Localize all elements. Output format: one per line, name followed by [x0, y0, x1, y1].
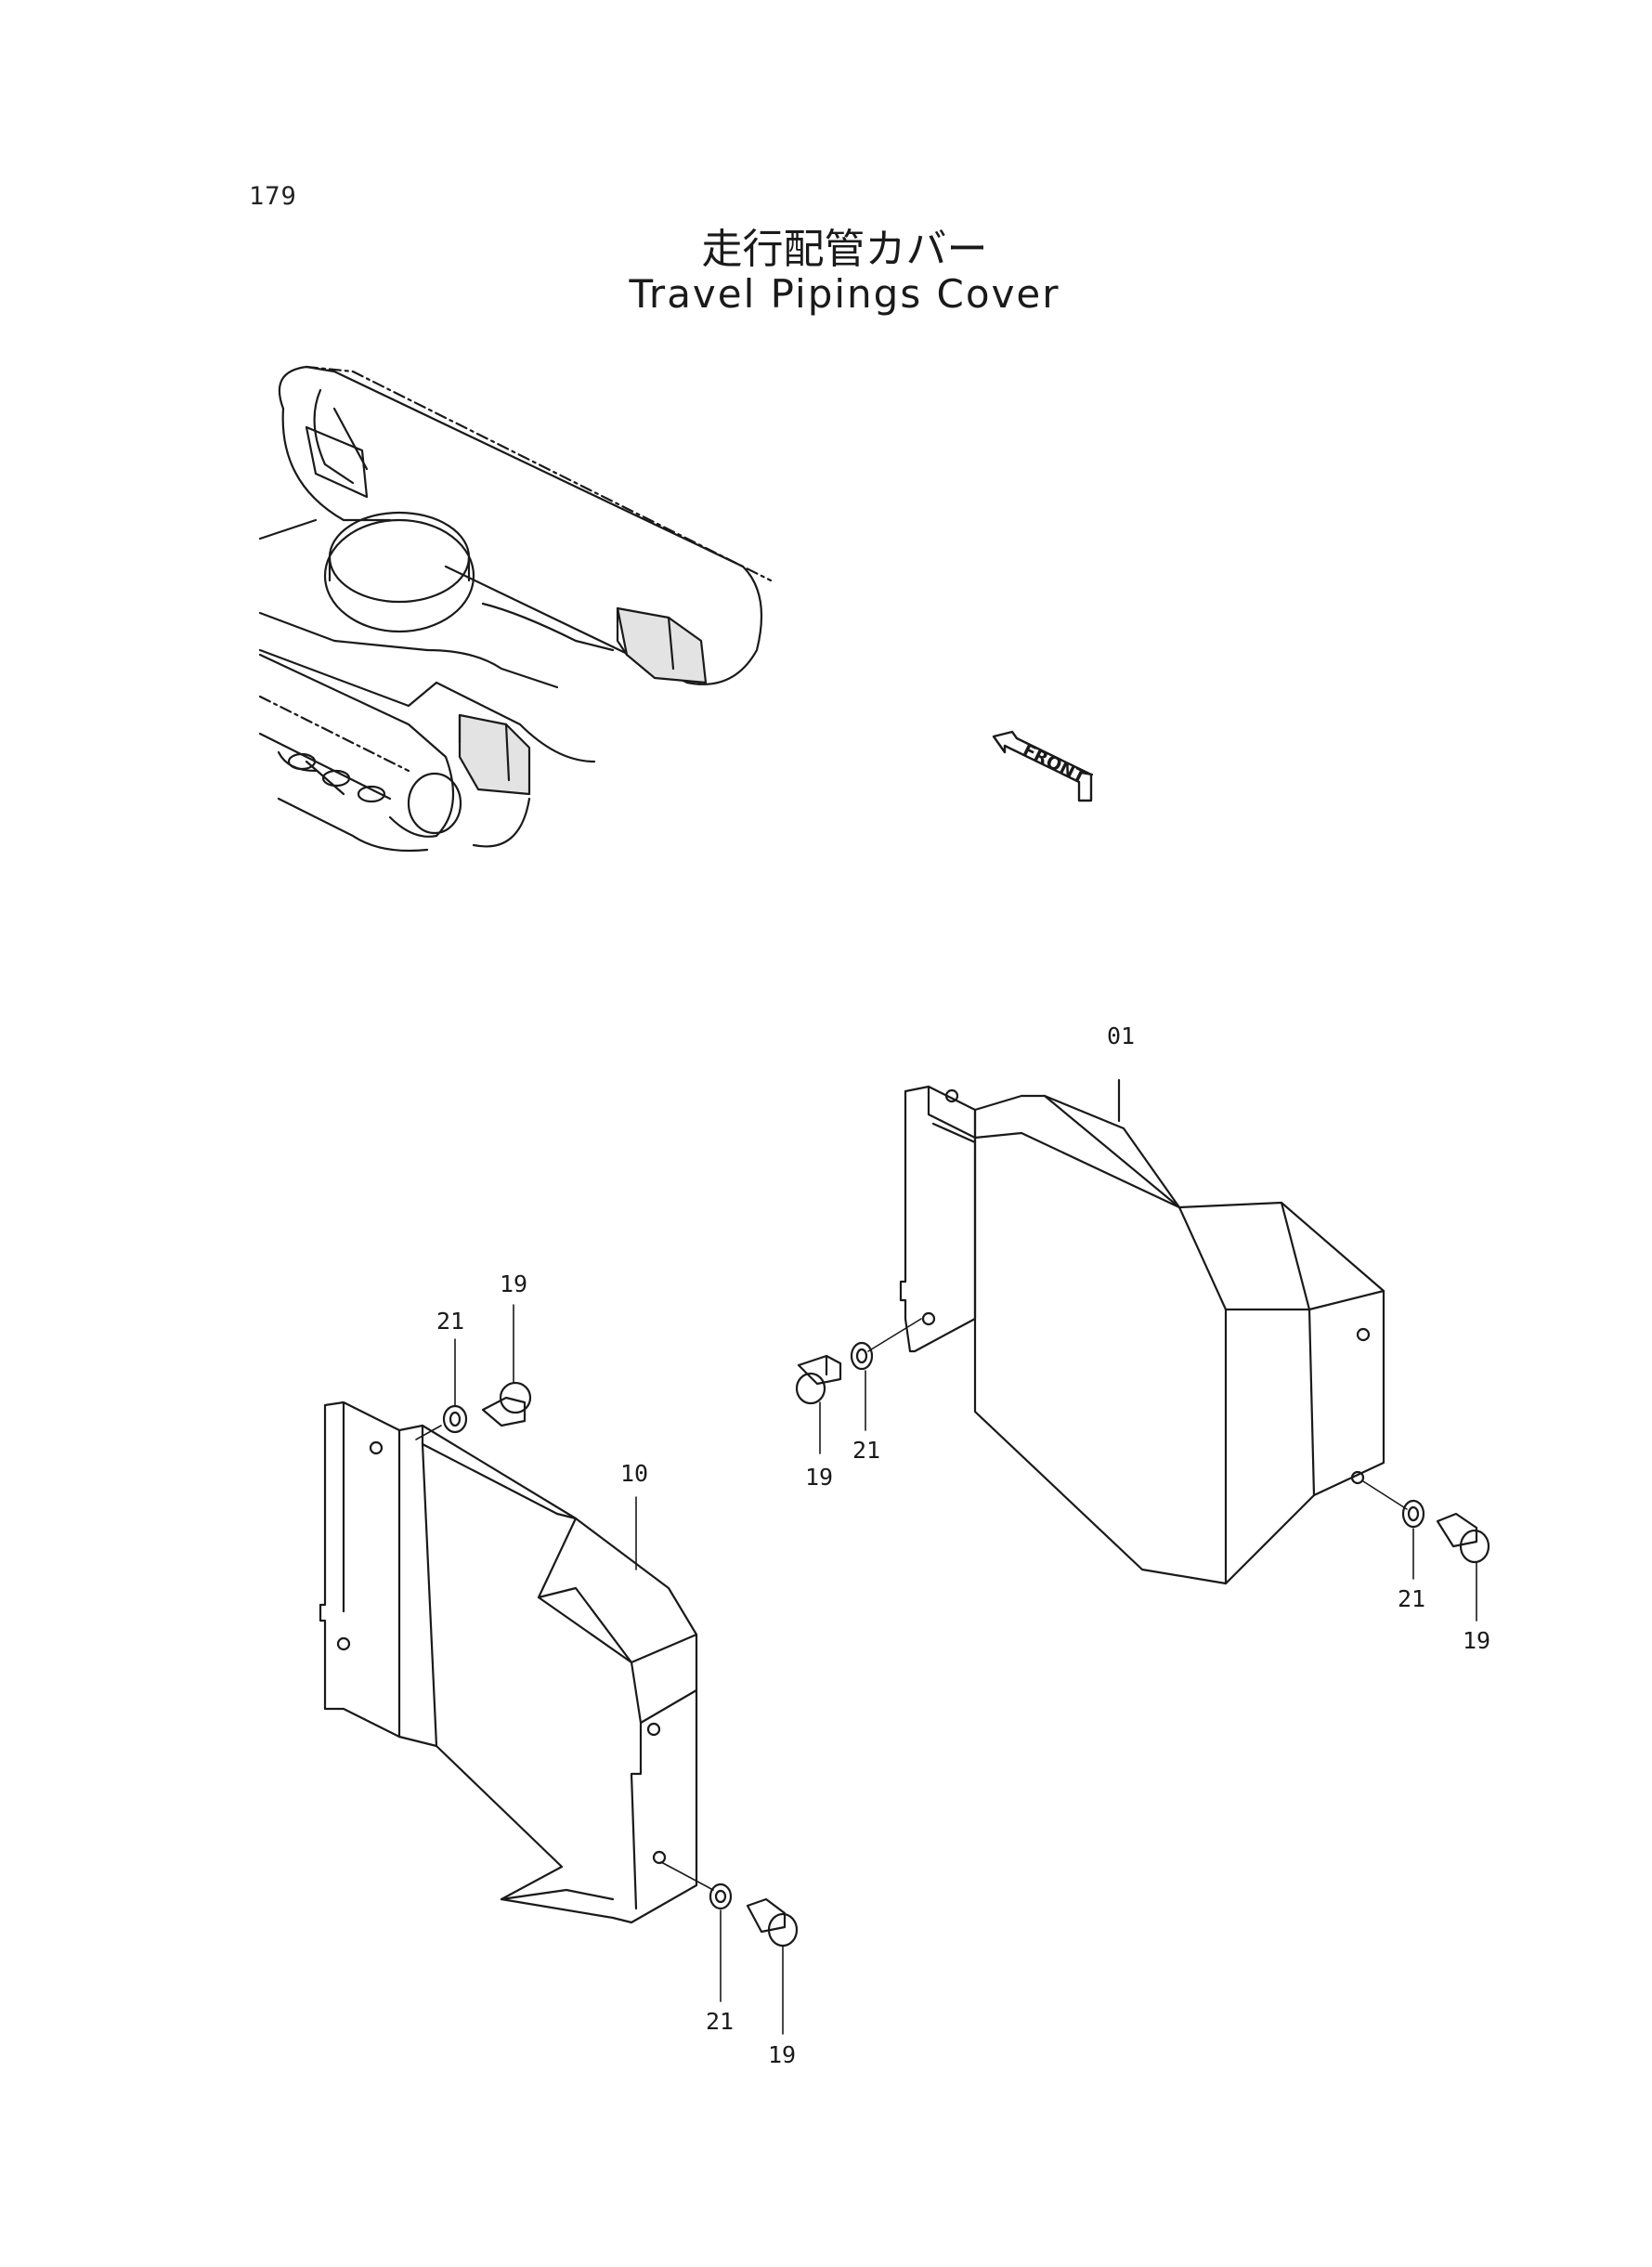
bolt-icon — [499, 1381, 532, 1414]
bolt-icon — [795, 1372, 826, 1405]
callout-bolt-19: 19 — [1463, 1627, 1490, 1654]
front-label: FRONT — [1020, 740, 1089, 788]
washer-icon — [442, 1404, 468, 1434]
travel-pipings-cover-01 — [899, 1078, 1385, 1585]
front-arrow-icon: FRONT — [992, 730, 1094, 802]
callout-bolt-19: 19 — [500, 1270, 527, 1297]
callout-washer-21: 21 — [706, 2008, 734, 2035]
undercarriage-overview — [258, 365, 773, 853]
title-english: Travel Pipings Cover — [629, 271, 1060, 317]
callout-washer-21: 21 — [852, 1437, 880, 1464]
bolt-icon — [767, 1912, 799, 1948]
callout-washer-21: 21 — [436, 1308, 464, 1335]
callout-bolt-19: 19 — [805, 1464, 833, 1491]
bolt-icon — [1459, 1529, 1490, 1564]
title-japanese: 走行配管カバー — [701, 226, 988, 273]
travel-pipings-cover-10 — [319, 1401, 698, 1924]
callout-washer-21: 21 — [1398, 1585, 1425, 1612]
washer-icon — [850, 1341, 874, 1371]
fastener-set-01-left — [795, 1318, 922, 1454]
callout-10: 10 — [620, 1460, 648, 1487]
fastener-set-10-top — [415, 1304, 532, 1440]
fastener-set-10-bottom — [660, 1861, 799, 2035]
callout-bolt-19: 19 — [768, 2041, 796, 2068]
callout-01: 01 — [1107, 1023, 1135, 1049]
washer-icon — [1401, 1499, 1425, 1529]
callout-labels: 01 10 19 21 21 19 21 19 21 19 — [436, 1023, 1490, 2068]
fastener-set-01-right — [1362, 1480, 1490, 1622]
washer-icon — [709, 1883, 733, 1910]
page-number: 179 — [249, 182, 297, 211]
